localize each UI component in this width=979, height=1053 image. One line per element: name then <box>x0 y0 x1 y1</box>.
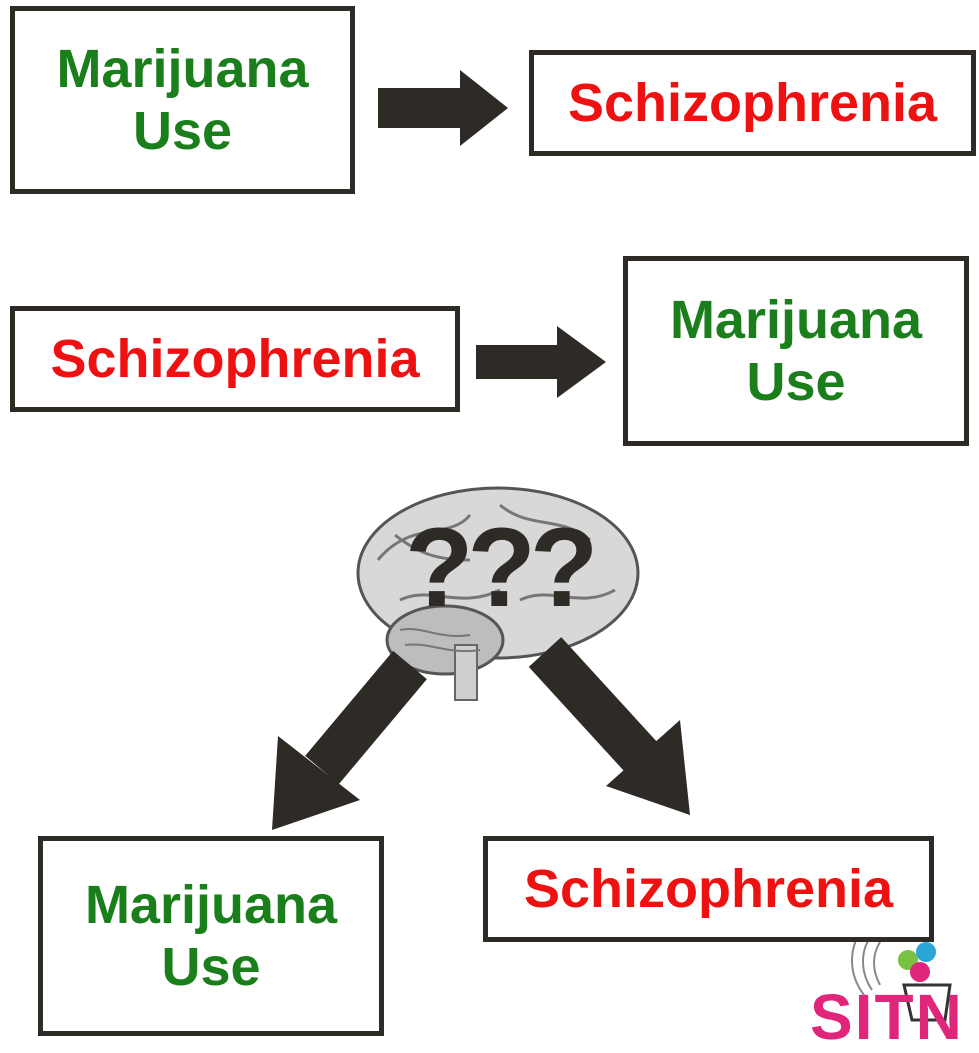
box-marijuana-use-top: Marijuana Use <box>10 6 355 194</box>
arrow-down-right <box>545 652 690 815</box>
arrow-down-left <box>272 665 410 830</box>
box-label-line-1: Marijuana <box>56 38 308 100</box>
box-marijuana-use-bottom: Marijuana Use <box>38 836 384 1036</box>
box-schizophrenia-bottom: Schizophrenia <box>483 836 934 942</box>
box-label-line-2: Use <box>85 936 337 998</box>
box-marijuana-use-middle: Marijuana Use <box>623 256 969 446</box>
box-label-line-1: Marijuana <box>670 289 922 351</box>
box-label-line-1: Marijuana <box>85 874 337 936</box>
box-schizophrenia-top: Schizophrenia <box>529 50 976 156</box>
arrow-right-top <box>378 70 508 146</box>
arrow-right-middle <box>476 326 606 398</box>
box-label-line-2: Use <box>670 351 922 413</box>
box-label-line-2: Use <box>56 100 308 162</box>
box-schizophrenia-middle: Schizophrenia <box>10 306 460 412</box>
box-label: Schizophrenia <box>568 72 937 134</box>
unknown-cause-label: ??? <box>405 512 592 624</box>
box-label: Schizophrenia <box>50 328 419 390</box>
box-label: Schizophrenia <box>524 858 893 920</box>
logo-text: SITN <box>810 985 964 1049</box>
